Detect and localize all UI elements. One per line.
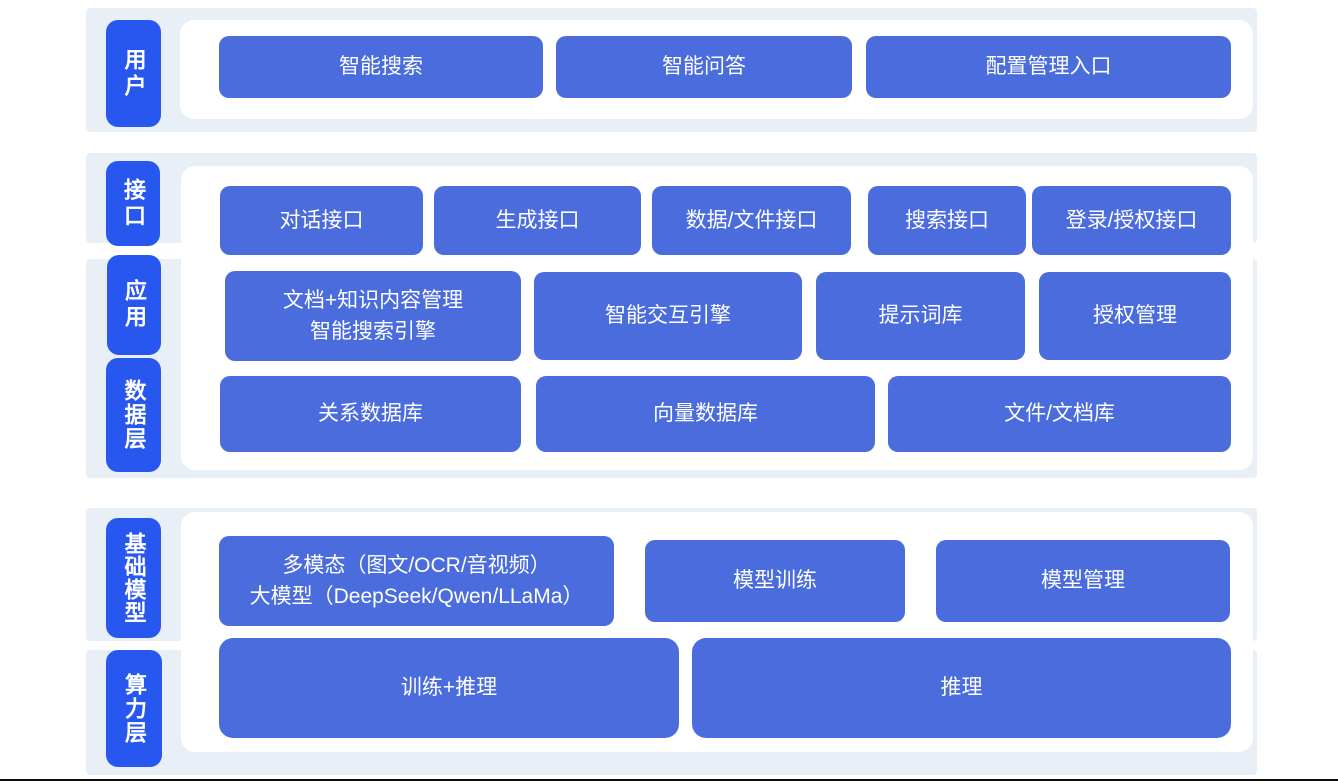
node-smart-qa: 智能问答: [556, 36, 852, 98]
node-prompt-library: 提示词库: [816, 272, 1025, 360]
node-data-file-api: 数据/文件接口: [652, 186, 851, 255]
layer-label-application: 应用: [107, 255, 161, 355]
node-smart-search: 智能搜索: [219, 36, 543, 98]
node-relational-db: 关系数据库: [220, 376, 521, 452]
node-config-entry: 配置管理入口: [866, 36, 1231, 98]
layer-label-data: 数据层: [106, 358, 161, 472]
node-login-auth-api: 登录/授权接口: [1032, 186, 1231, 255]
node-training-inference: 训练+推理: [219, 638, 679, 738]
node-doc-knowledge-search-engine: 文档+知识内容管理 智能搜索引擎: [225, 271, 521, 361]
node-dialog-api: 对话接口: [220, 186, 423, 255]
node-inference: 推理: [692, 638, 1231, 738]
node-file-doc-db: 文件/文档库: [888, 376, 1231, 452]
layer-label-foundation-model: 基础模型: [106, 518, 161, 638]
bottom-divider: [0, 779, 1338, 781]
node-model-training: 模型训练: [645, 540, 905, 622]
layer-label-user: 用户: [106, 20, 161, 127]
node-multimodal-llm: 多模态（图文/OCR/音视频） 大模型（DeepSeek/Qwen/LLaMa）: [219, 536, 614, 626]
node-auth-management: 授权管理: [1039, 272, 1231, 360]
node-interactive-engine: 智能交互引擎: [534, 272, 802, 360]
node-generation-api: 生成接口: [434, 186, 641, 255]
node-vector-db: 向量数据库: [536, 376, 875, 452]
layer-label-compute: 算力层: [106, 650, 162, 767]
layer-label-interface: 接口: [106, 161, 160, 246]
node-search-api: 搜索接口: [868, 186, 1026, 255]
node-model-management: 模型管理: [936, 540, 1230, 622]
